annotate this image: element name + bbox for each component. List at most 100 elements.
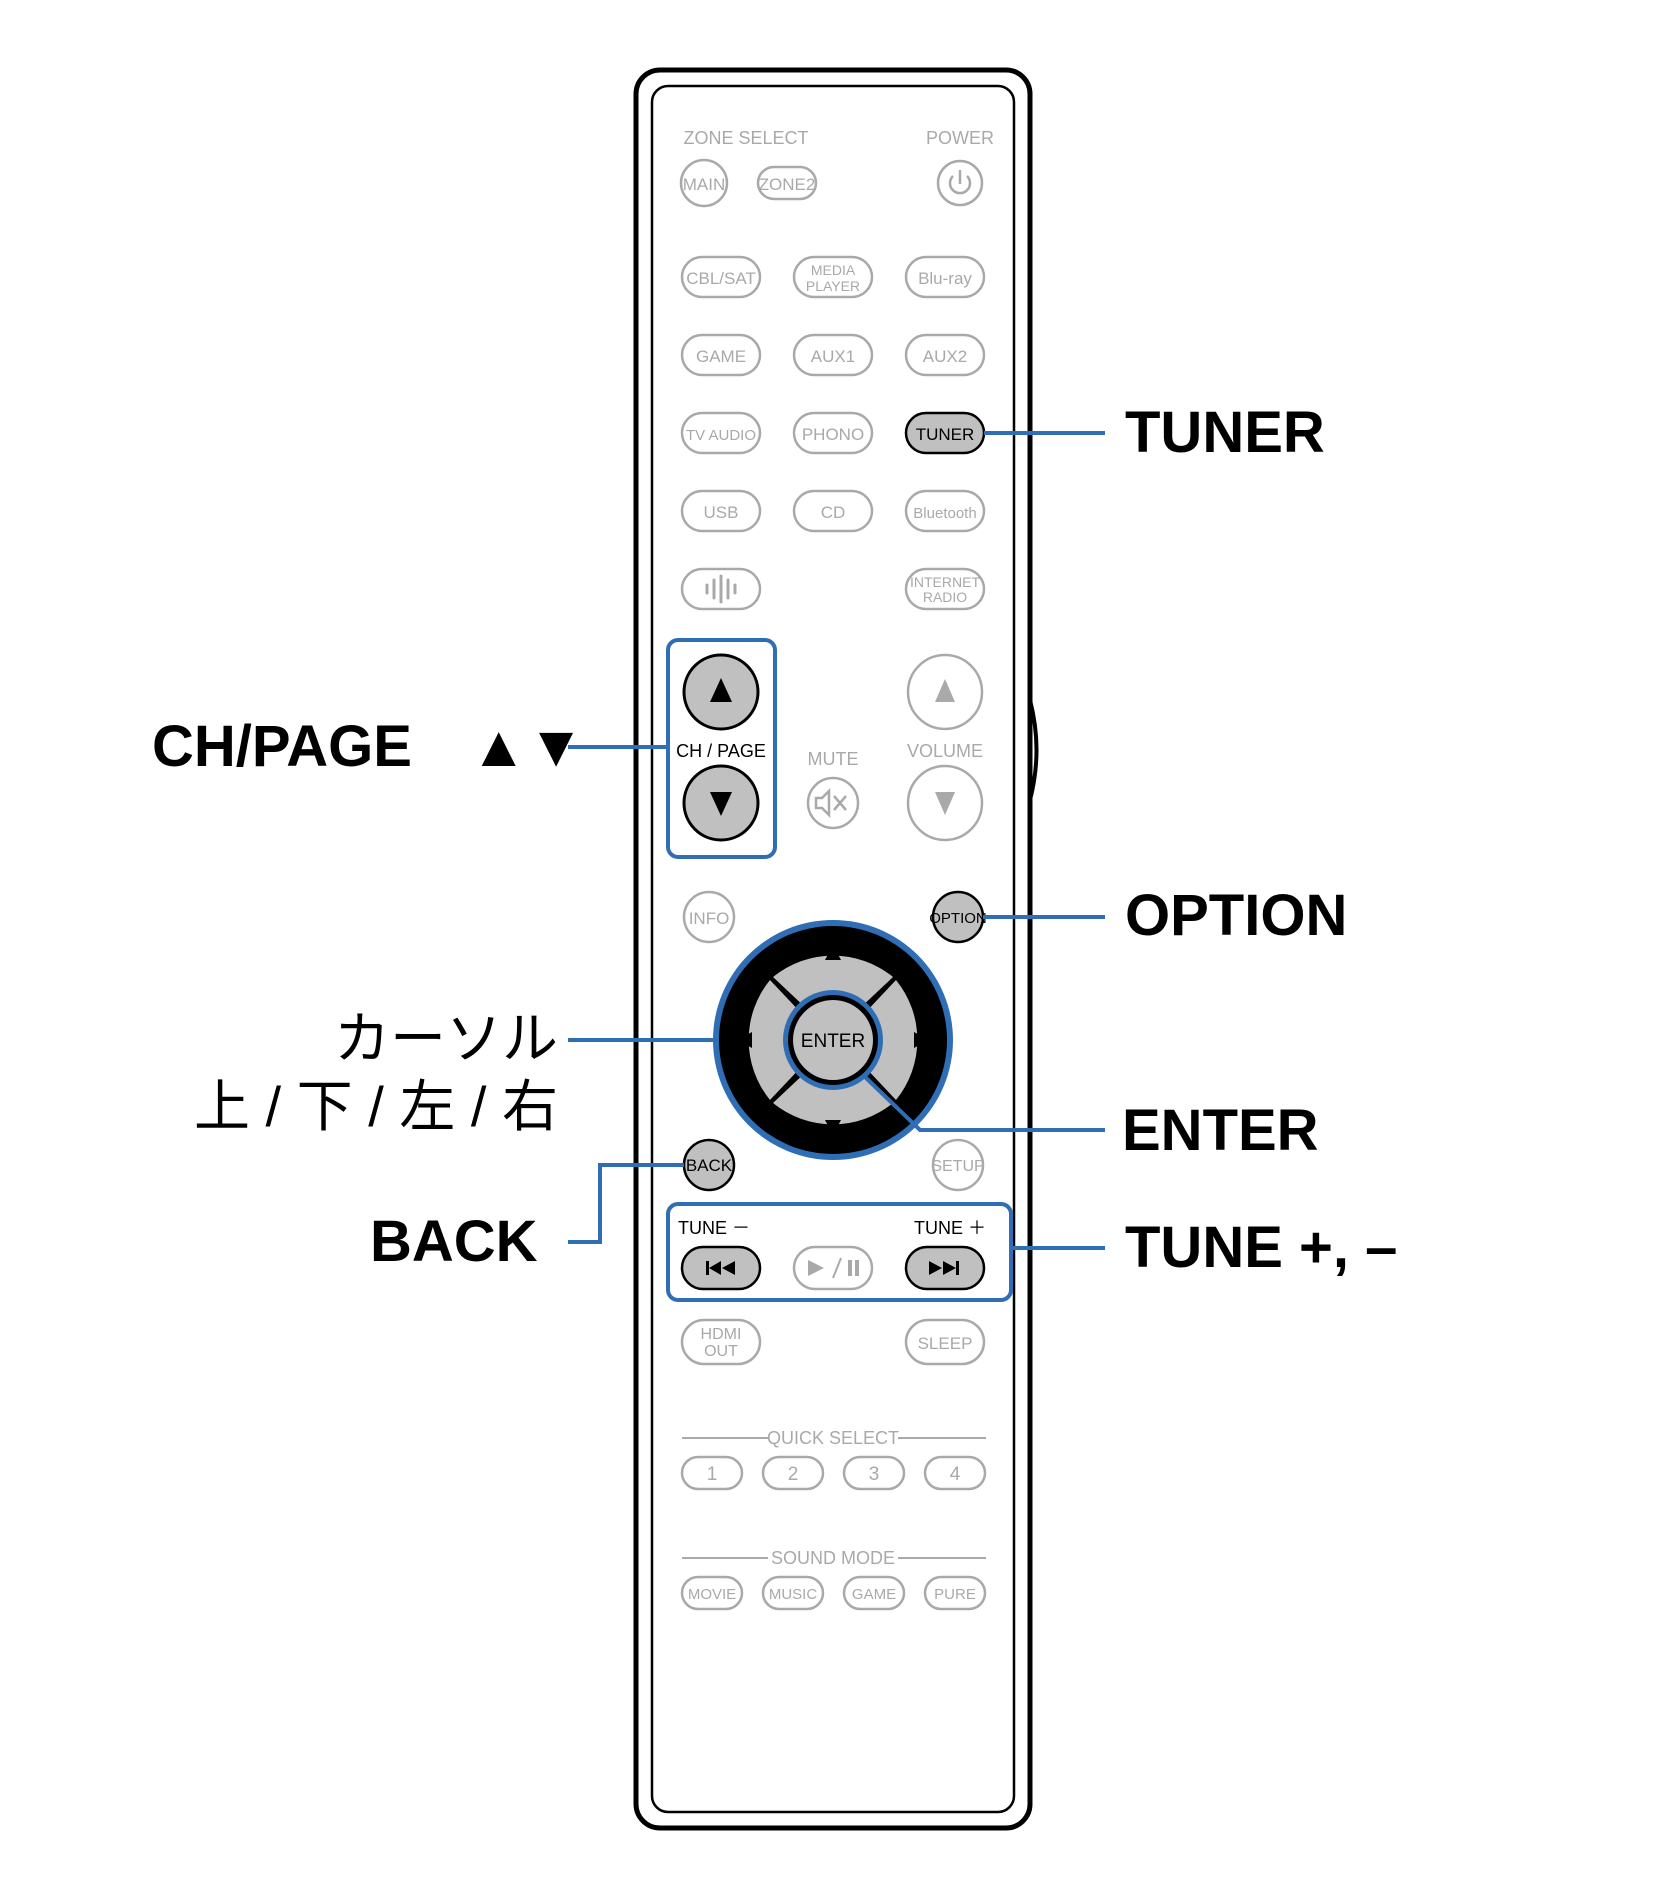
hdmi-out-label-2: OUT — [704, 1343, 738, 1360]
sound-mode-music-label: MUSIC — [769, 1586, 818, 1603]
media-player-button[interactable]: MEDIA PLAYER — [792, 255, 874, 299]
hdmi-out-button[interactable]: HDMI OUT — [680, 1318, 762, 1366]
sound-mode-game-label: GAME — [852, 1586, 896, 1603]
media-player-label-1: MEDIA — [811, 262, 856, 278]
cd-label: CD — [821, 503, 846, 522]
enter-leader-line — [861, 1073, 1105, 1132]
main-button[interactable]: MAIN — [679, 158, 729, 208]
aux2-label: AUX2 — [923, 347, 967, 366]
bluray-label: Blu-ray — [918, 269, 972, 288]
tune-minus-button[interactable] — [680, 1245, 762, 1291]
enter-callout: ENTER — [1122, 1098, 1319, 1163]
sound-mode-game-button[interactable]: GAME — [842, 1575, 906, 1611]
ch-page-label: CH / PAGE — [676, 741, 766, 761]
enter-button[interactable]: ENTER — [783, 990, 883, 1090]
cbl-sat-button[interactable]: CBL/SAT — [680, 255, 762, 299]
quick-select-2-label: 2 — [788, 1464, 799, 1485]
volume-down-icon — [935, 792, 955, 815]
quick-select-2-button[interactable]: 2 — [761, 1455, 825, 1491]
ch-page-up-button[interactable] — [682, 653, 760, 731]
zone2-button[interactable]: ZONE2 — [756, 165, 818, 201]
mute-icon — [814, 787, 847, 819]
sound-mode-movie-button[interactable]: MOVIE — [680, 1575, 744, 1611]
up-arrow-icon — [710, 678, 732, 702]
play-pause-icon — [808, 1257, 859, 1279]
power-icon — [948, 170, 972, 195]
cursor-up-button[interactable] — [773, 955, 893, 1010]
power-button[interactable] — [936, 159, 984, 207]
phono-label: PHONO — [802, 425, 864, 444]
cbl-sat-label: CBL/SAT — [686, 269, 756, 288]
setup-label: SETUP — [931, 1158, 984, 1175]
quick-select-4-button[interactable]: 4 — [923, 1455, 987, 1491]
cursor-down-button[interactable] — [773, 1070, 893, 1125]
ch-page-down-button[interactable] — [682, 764, 760, 842]
tune-plus-button[interactable] — [904, 1245, 986, 1291]
tuner-button[interactable]: TUNER — [904, 411, 986, 455]
sleep-button[interactable]: SLEEP — [904, 1318, 986, 1366]
remote-inner-panel — [650, 84, 1016, 1814]
option-button-label: OPTION — [929, 910, 987, 927]
tune-highlight-box — [666, 1202, 1013, 1302]
zone-select-label: ZONE SELECT — [683, 128, 808, 148]
sound-mode-pure-label: PURE — [934, 1586, 976, 1603]
tv-audio-label: TV AUDIO — [686, 427, 756, 444]
mute-button[interactable] — [806, 776, 860, 830]
media-player-label-2: PLAYER — [806, 278, 860, 294]
enter-button-label: ENTER — [801, 1031, 865, 1052]
phono-button[interactable]: PHONO — [792, 411, 874, 455]
internet-radio-label-1: INTERNET — [910, 574, 980, 590]
internet-radio-button[interactable]: INTERNET RADIO — [904, 567, 986, 611]
setup-button[interactable]: SETUP — [931, 1138, 985, 1192]
aux1-button[interactable]: AUX1 — [792, 333, 874, 377]
play-pause-button[interactable] — [792, 1245, 874, 1291]
tune-plus-label: TUNE ＋ — [914, 1218, 986, 1238]
mute-label: MUTE — [808, 749, 859, 769]
game-label: GAME — [696, 347, 746, 366]
heos-icon — [705, 574, 737, 604]
callout-leader-lines — [568, 431, 1105, 1250]
cursor-up-icon — [825, 945, 841, 960]
volume-label: VOLUME — [907, 741, 983, 761]
quick-select-3-button[interactable]: 3 — [842, 1455, 906, 1491]
heos-button[interactable] — [680, 567, 762, 611]
aux2-button[interactable]: AUX2 — [904, 333, 986, 377]
option-button[interactable]: OPTION — [929, 890, 987, 944]
volume-down-button[interactable] — [906, 764, 984, 842]
cursor-right-button[interactable] — [863, 980, 918, 1100]
tune-minus-label: TUNE － — [678, 1218, 750, 1238]
zone2-button-label: ZONE2 — [759, 175, 816, 194]
aux1-label: AUX1 — [811, 347, 855, 366]
cd-button[interactable]: CD — [792, 489, 874, 533]
back-button[interactable]: BACK — [682, 1138, 736, 1192]
remote-side-bulge — [1028, 699, 1039, 801]
quick-select-3-label: 3 — [869, 1464, 880, 1485]
usb-button[interactable]: USB — [680, 489, 762, 533]
main-button-label: MAIN — [683, 175, 726, 194]
skip-back-icon — [706, 1261, 735, 1275]
sleep-label: SLEEP — [918, 1334, 973, 1353]
cursor-pad: ENTER — [713, 920, 953, 1160]
ch-page-arrows-callout: ▲▼ — [470, 714, 585, 779]
bluetooth-button[interactable]: Bluetooth — [904, 489, 986, 533]
power-label: POWER — [926, 128, 994, 148]
sound-mode-pure-button[interactable]: PURE — [923, 1575, 987, 1611]
back-leader-line — [568, 1163, 684, 1244]
cursor-callout-line2: 上 / 下 / 左 / 右 — [194, 1075, 558, 1138]
volume-up-button[interactable] — [906, 653, 984, 731]
game-button[interactable]: GAME — [680, 333, 762, 377]
bluetooth-label: Bluetooth — [913, 505, 976, 522]
quick-select-4-label: 4 — [950, 1464, 961, 1485]
quick-select-1-label: 1 — [707, 1464, 718, 1485]
sound-mode-music-button[interactable]: MUSIC — [761, 1575, 825, 1611]
tv-audio-button[interactable]: TV AUDIO — [680, 411, 762, 455]
quick-select-1-button[interactable]: 1 — [680, 1455, 744, 1491]
option-callout: OPTION — [1125, 883, 1347, 948]
info-button[interactable]: INFO — [682, 890, 736, 944]
down-arrow-icon — [710, 792, 732, 816]
cursor-left-button[interactable] — [748, 980, 803, 1100]
sound-mode-label: SOUND MODE — [771, 1548, 895, 1568]
quick-select-label: QUICK SELECT — [767, 1428, 899, 1448]
bluray-button[interactable]: Blu-ray — [904, 255, 986, 299]
